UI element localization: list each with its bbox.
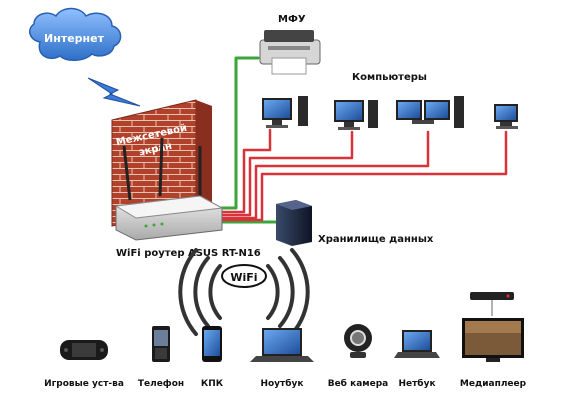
internet-label: Интернет — [44, 32, 105, 45]
wire-to-mfu — [214, 56, 260, 210]
computers — [262, 96, 518, 130]
phone-icon — [152, 326, 170, 362]
device-label: Ноутбук — [260, 378, 303, 389]
wired-connections — [214, 56, 508, 224]
mfu-printer-icon — [259, 30, 321, 75]
wifi-signal — [178, 248, 310, 336]
device-label: Игровые уст-ва — [44, 379, 124, 389]
computer-icon — [334, 100, 378, 130]
mfu-label: МФУ — [278, 14, 306, 25]
storage-label: Хранилище данных — [318, 234, 434, 245]
device-label: КПК — [201, 379, 224, 389]
router-label: WiFi роутер ASUS RT-N16 — [116, 248, 261, 259]
laptop-icon — [250, 328, 314, 362]
computer-icon — [494, 104, 518, 129]
computer-icon — [262, 96, 308, 128]
wire-to-computer-2 — [214, 130, 354, 217]
device-label: Нетбук — [398, 378, 435, 389]
firewall: Межсетевой экран — [111, 99, 212, 227]
wifi-logo-label: WiFi — [230, 271, 257, 284]
webcam-icon — [344, 324, 372, 358]
device-label: Телефон — [138, 379, 184, 389]
wifi-logo-icon: WiFi — [221, 264, 267, 288]
media-player-icon — [462, 292, 524, 362]
router-icon — [114, 137, 224, 241]
game-console-icon — [60, 340, 108, 360]
netbook-icon — [394, 330, 440, 358]
wire-to-computer-3 — [214, 130, 430, 220]
internet-cloud: Интернет — [29, 7, 122, 61]
device-label: Веб камера — [328, 378, 389, 389]
wire-to-computer-4 — [214, 130, 508, 222]
internet-link-bolt — [87, 77, 141, 107]
device-labels: Игровые уст-ва Телефон КПК Ноутбук Веб к… — [44, 378, 527, 389]
device-label: Медиаплеер — [460, 379, 527, 389]
pda-icon — [202, 326, 222, 362]
storage-icon — [276, 200, 312, 246]
wire-to-computer-1 — [214, 128, 272, 214]
computer-icon — [396, 96, 464, 128]
computers-label: Компьютеры — [352, 72, 427, 83]
